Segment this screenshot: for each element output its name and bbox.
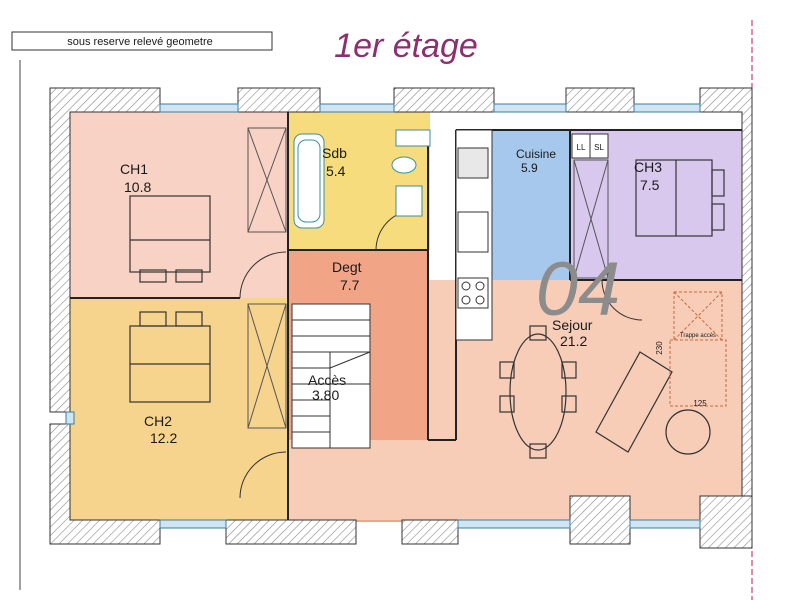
cuisine-area: 5.9: [521, 161, 538, 175]
ch2-name: CH2: [144, 413, 172, 429]
ch3-area: 7.5: [640, 177, 660, 193]
bed-ch3: [635, 159, 725, 237]
cuisine-name: Cuisine: [516, 147, 556, 161]
ch1-name: CH1: [120, 161, 148, 177]
trappe-label: Trappe accès: [680, 333, 716, 339]
lave-linge-label: LL: [577, 143, 586, 152]
sdb-area: 5.4: [326, 163, 346, 179]
sofa: [595, 351, 673, 453]
sejour-area: 21.2: [560, 333, 587, 349]
stair-steps: [292, 319, 371, 448]
ch3-name: CH3: [634, 159, 662, 175]
sdb-name: Sdb: [322, 145, 347, 161]
windows: [65, 103, 701, 529]
closets: [247, 127, 609, 429]
acces-name: Accès: [308, 372, 346, 388]
bed-ch1: [129, 195, 211, 283]
kitchen-counter: [455, 129, 493, 341]
laundry: LL SL: [571, 133, 609, 159]
room-sejour: [288, 280, 742, 520]
degt-name: Degt: [332, 259, 362, 275]
cabinet: [395, 129, 431, 147]
room-ch2: [70, 298, 290, 520]
degt-area: 7.7: [340, 277, 360, 293]
acces-area: 3.80: [312, 387, 339, 403]
sejour-name: Sejour: [552, 317, 593, 333]
unit-number: 04: [536, 247, 621, 332]
round-table: [665, 409, 711, 455]
survey-note: sous reserve relevé geometre: [67, 36, 213, 48]
ch2-area: 12.2: [150, 430, 177, 446]
bed-ch2: [129, 311, 211, 403]
note-box: [11, 31, 273, 51]
exterior-walls: [49, 87, 753, 549]
dim-horizontal: 125: [693, 399, 707, 408]
floor-title: 1er étage: [334, 27, 478, 65]
ch1-area: 10.8: [124, 179, 151, 195]
trappe-access: [669, 291, 727, 407]
seche-linge-label: SL: [594, 143, 604, 152]
bathroom-fixtures: [293, 133, 423, 229]
stair-well: [291, 303, 371, 449]
dining-table: [499, 325, 577, 459]
dim-vertical: 230: [655, 341, 664, 355]
